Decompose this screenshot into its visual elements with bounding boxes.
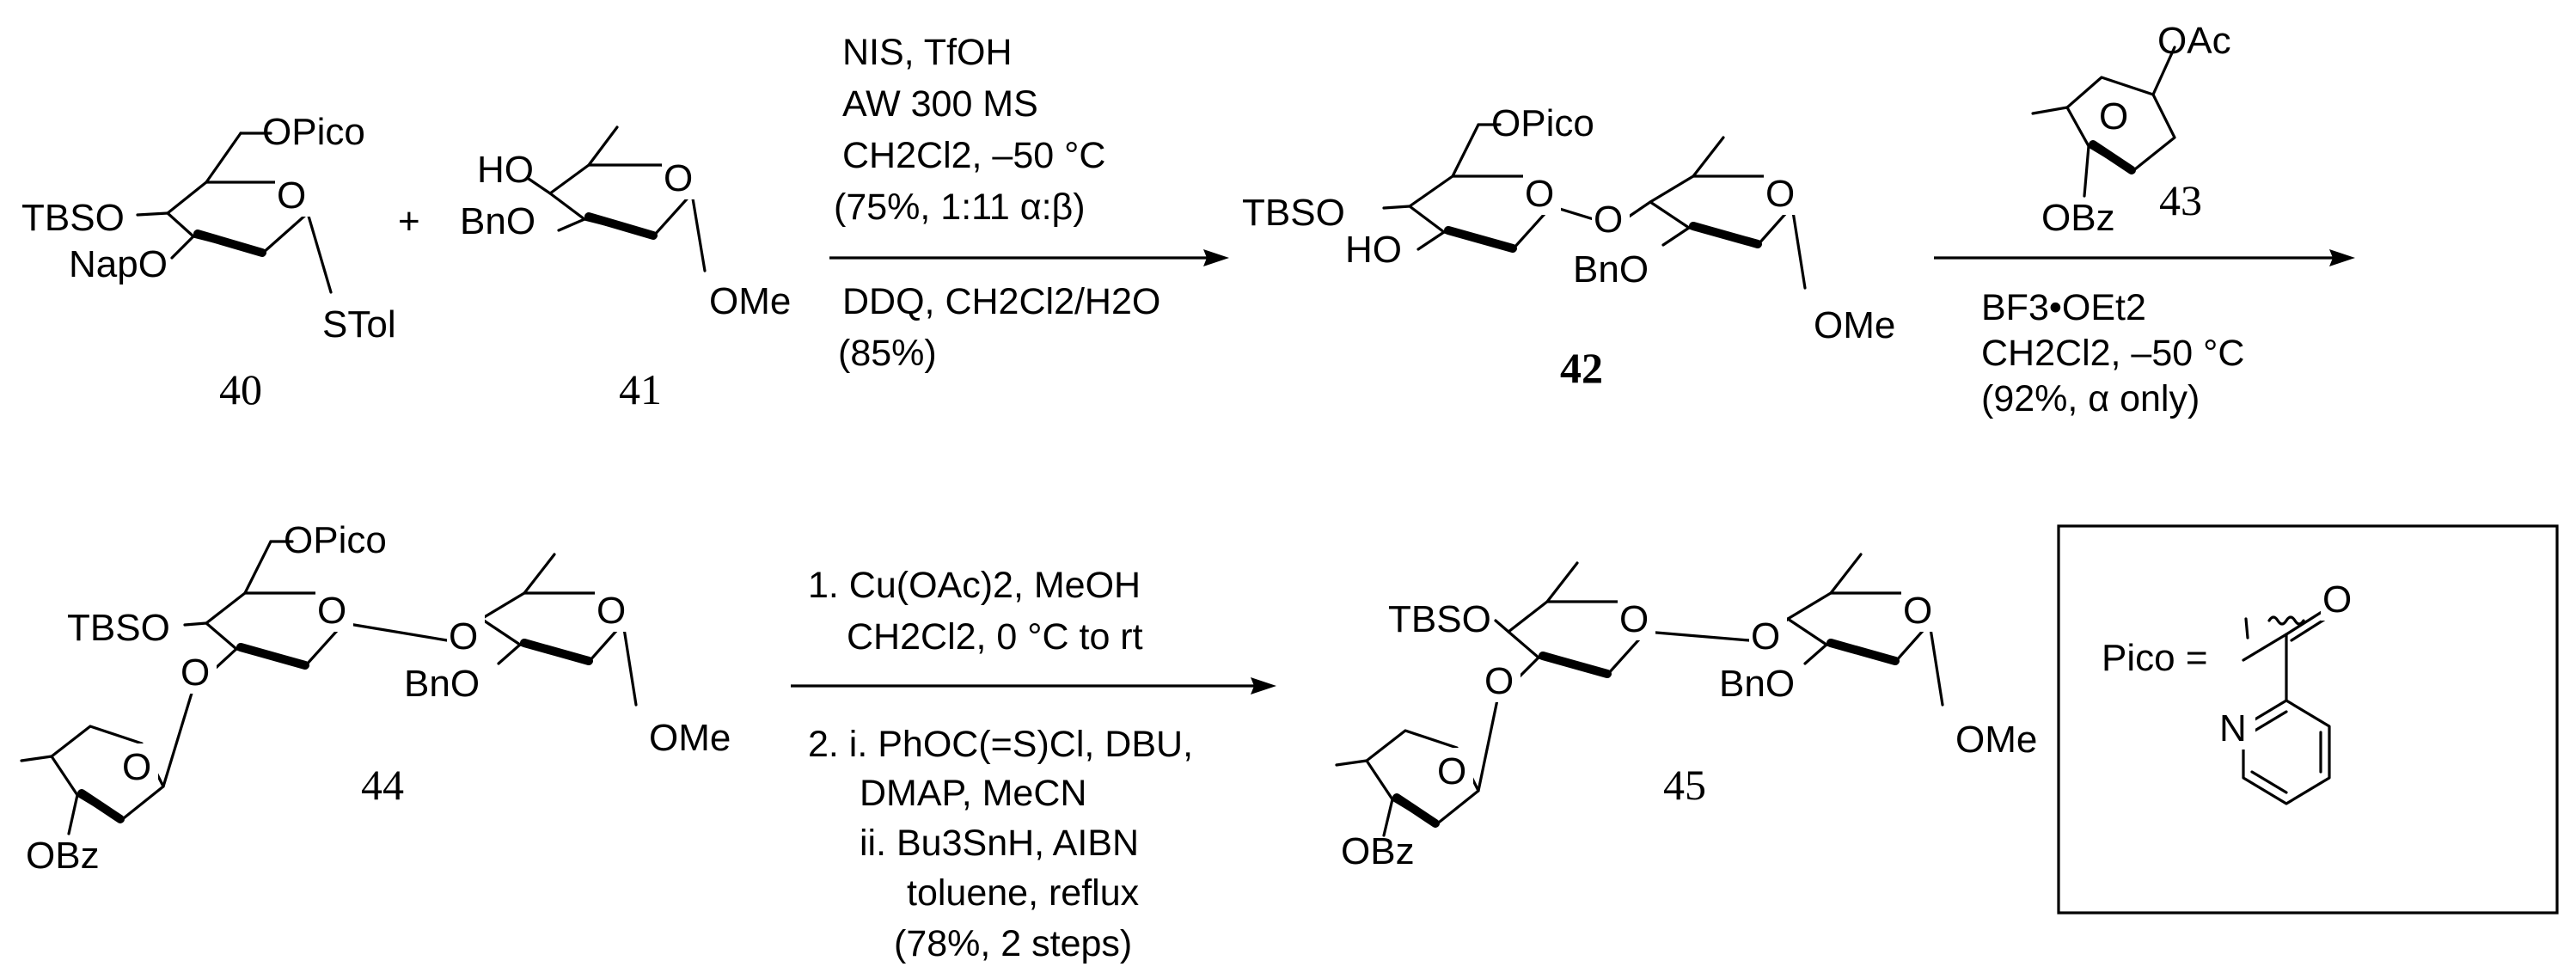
compound-label-42: 42 bbox=[1560, 344, 1603, 392]
step1-reagent-5: DDQ, CH2Cl2/H2O bbox=[842, 281, 1160, 322]
ome-group: OMe bbox=[1955, 719, 2037, 761]
step2-reagent-3: (92%, α only) bbox=[1981, 378, 2200, 419]
glycosidic-oxygen: O bbox=[449, 615, 478, 658]
compound-42: O O O OPico TBSO HO BnO OMe 42 bbox=[1242, 102, 1895, 392]
ring-oxygen: O bbox=[597, 590, 626, 632]
step3-reagent-6: toluene, reflux bbox=[907, 872, 1140, 914]
opico-group: OPico bbox=[1491, 102, 1594, 144]
opico-group: OPico bbox=[262, 111, 365, 153]
glycosidic-oxygen: O bbox=[1751, 615, 1780, 658]
pico-definition-box: Pico = O N bbox=[2057, 524, 2559, 915]
step3-reagent-5: ii. Bu3SnH, AIBN bbox=[860, 823, 1139, 864]
linking-oxygen: O bbox=[1484, 660, 1514, 702]
ring-oxygen: O bbox=[122, 746, 151, 788]
step3-conditions: 1. Cu(OAc)2, MeOH CH2Cl2, 0 °C to rt 2. … bbox=[808, 565, 1193, 964]
step3-reagent-3: 2. i. PhOC(=S)Cl, DBU, bbox=[808, 724, 1193, 765]
napo-group: NapO bbox=[69, 243, 168, 285]
ring-oxygen: O bbox=[1525, 173, 1554, 215]
ring-oxygen: O bbox=[317, 590, 346, 632]
compound-label-45: 45 bbox=[1663, 761, 1706, 809]
step1-reagent-2: AW 300 MS bbox=[842, 83, 1038, 125]
ho-group: HO bbox=[1345, 229, 1402, 271]
ring-oxygen: O bbox=[1437, 750, 1466, 792]
carbonyl-oxygen: O bbox=[2322, 578, 2352, 621]
reaction-arrow-3 bbox=[791, 677, 1276, 694]
obz-group: OBz bbox=[26, 835, 100, 877]
step3-reagent-1: 1. Cu(OAc)2, MeOH bbox=[808, 565, 1141, 606]
bno-group: BnO bbox=[404, 663, 480, 705]
step2-reagent-2: CH2Cl2, –50 °C bbox=[1981, 333, 2244, 374]
step1-reagent-3: CH2Cl2, –50 °C bbox=[842, 135, 1105, 176]
glycosidic-oxygen: O bbox=[1594, 199, 1623, 241]
compound-41: O HO BnO OMe 41 bbox=[460, 125, 791, 413]
ome-group: OMe bbox=[709, 280, 791, 322]
bno-group: BnO bbox=[1719, 663, 1795, 705]
step3-reagent-2: CH2Cl2, 0 °C to rt bbox=[847, 616, 1143, 658]
step1-conditions: NIS, TfOH AW 300 MS CH2Cl2, –50 °C (75%,… bbox=[834, 32, 1160, 374]
tbso-group: TBSO bbox=[1242, 192, 1345, 234]
ring-oxygen: O bbox=[1765, 173, 1795, 215]
pyridine-nitrogen: N bbox=[2219, 707, 2247, 750]
compound-40: O OPico TBSO NapO STol 40 bbox=[21, 111, 396, 413]
tbso-group: TBSO bbox=[67, 607, 170, 649]
step2-reagent-1: BF3•OEt2 bbox=[1981, 287, 2146, 328]
ring-oxygen: O bbox=[1619, 598, 1649, 640]
ome-group: OMe bbox=[649, 717, 731, 759]
step1-reagent-6: (85%) bbox=[838, 333, 937, 374]
step3-reagent-7: (78%, 2 steps) bbox=[894, 923, 1132, 964]
ring-oxygen: O bbox=[664, 157, 693, 199]
tbso-group: TBSO bbox=[21, 197, 125, 239]
compound-label-40: 40 bbox=[219, 365, 262, 413]
ho-group: HO bbox=[477, 149, 534, 191]
opico-group: OPico bbox=[284, 519, 387, 561]
compound-45: O O O O O TBSO BnO OMe OBz 45 bbox=[1335, 553, 2037, 872]
bno-group: BnO bbox=[460, 200, 535, 242]
compound-44: O O O O O OPico TBSO BnO OMe OBz 44 bbox=[20, 519, 731, 877]
bno-group: BnO bbox=[1573, 248, 1649, 291]
compound-label-43: 43 bbox=[2159, 176, 2202, 224]
reaction-arrow-1 bbox=[829, 249, 1229, 266]
step1-reagent-4: (75%, 1:11 α:β) bbox=[834, 187, 1086, 228]
pico-label: Pico = bbox=[2102, 637, 2208, 679]
plus-sign: + bbox=[398, 200, 420, 242]
compound-label-41: 41 bbox=[619, 365, 662, 413]
stol-group: STol bbox=[322, 303, 396, 346]
linking-oxygen: O bbox=[181, 652, 210, 694]
step3-reagent-4: DMAP, MeCN bbox=[860, 773, 1086, 814]
compound-43: O OAc OBz 43 bbox=[2031, 20, 2231, 239]
tbso-group: TBSO bbox=[1388, 598, 1491, 640]
step2-conditions: BF3•OEt2 CH2Cl2, –50 °C (92%, α only) bbox=[1981, 287, 2244, 419]
oac-group: OAc bbox=[2157, 20, 2231, 62]
obz-group: OBz bbox=[1341, 830, 1415, 872]
ring-oxygen: O bbox=[1903, 590, 1932, 632]
reaction-arrow-2 bbox=[1934, 249, 2355, 266]
ome-group: OMe bbox=[1814, 304, 1895, 346]
obz-group: OBz bbox=[2041, 197, 2115, 239]
ring-oxygen: O bbox=[2099, 95, 2128, 138]
compound-label-44: 44 bbox=[361, 761, 404, 809]
ring-oxygen: O bbox=[277, 174, 306, 217]
step1-reagent-1: NIS, TfOH bbox=[842, 32, 1013, 73]
